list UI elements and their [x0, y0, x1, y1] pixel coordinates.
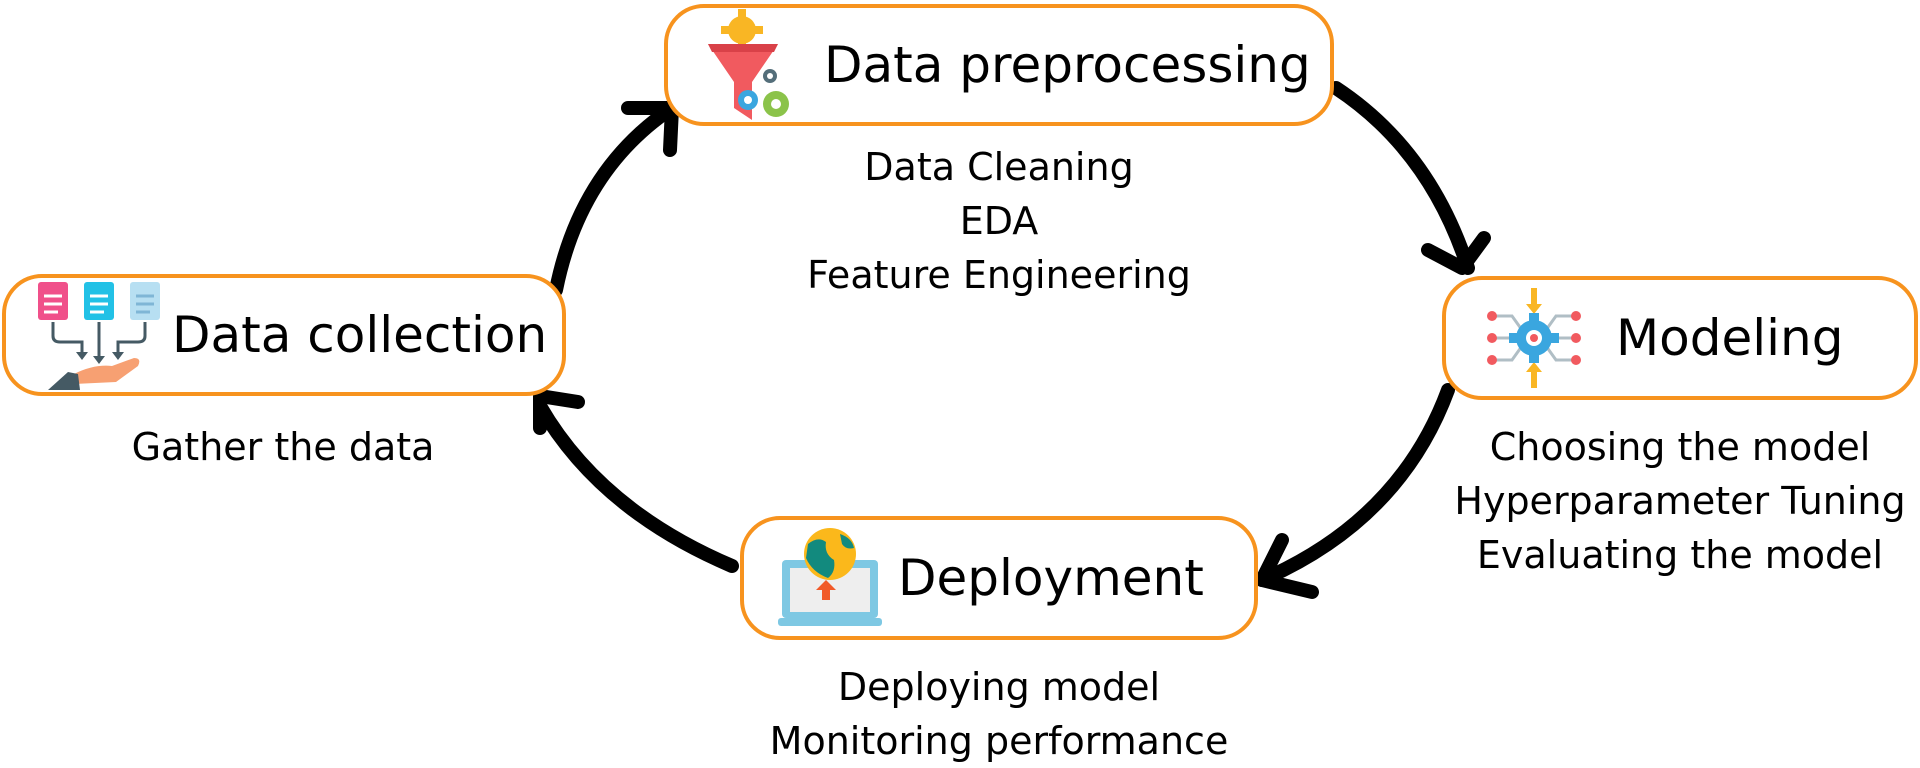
- step-label: Feature Engineering: [807, 253, 1191, 297]
- stage-deployment: Deployment: [740, 516, 1258, 640]
- stage-steps-deployment: Deploying model Monitoring performance: [740, 660, 1258, 768]
- stage-data-preprocessing: Data preprocessing: [664, 4, 1334, 126]
- arrow-deployment-to-collection: [533, 399, 739, 573]
- arrow-modeling-to-deployment: [1255, 383, 1455, 587]
- laptop-globe-upload-icon: [778, 528, 882, 626]
- step-label: Hyperparameter Tuning: [1454, 479, 1906, 523]
- stage-data-collection: Data collection: [2, 274, 566, 396]
- stage-steps-preprocessing: Data Cleaning EDA Feature Engineering: [759, 140, 1239, 302]
- arrowhead-preprocessing-to-modeling: [1421, 231, 1491, 275]
- step-label: Deploying model: [837, 665, 1161, 709]
- circuit-gear-icon: [1487, 288, 1581, 388]
- arrowhead-deployment-to-collection: [533, 389, 585, 435]
- stage-steps-collection: Gather the data: [0, 420, 566, 474]
- stage-modeling: Modeling: [1442, 276, 1918, 400]
- step-label: EDA: [959, 199, 1039, 243]
- step-label: Choosing the model: [1489, 425, 1871, 469]
- arrowhead-modeling-to-deployment: [1255, 533, 1319, 599]
- step-label: Monitoring performance: [769, 719, 1229, 763]
- arrow-collection-to-preprocessing: [549, 101, 679, 297]
- stage-steps-modeling: Choosing the model Hyperparameter Tuning…: [1430, 420, 1920, 582]
- stage-title: Data collection: [172, 306, 548, 364]
- step-label: Data Cleaning: [864, 145, 1134, 189]
- stage-title: Modeling: [1616, 309, 1844, 367]
- step-label: Evaluating the model: [1476, 533, 1884, 577]
- documents-to-hand-icon: [38, 282, 160, 390]
- arrow-preprocessing-to-modeling: [1329, 81, 1475, 275]
- step-label: Gather the data: [131, 425, 435, 469]
- funnel-gears-icon: [708, 9, 789, 120]
- stage-title: Data preprocessing: [824, 36, 1311, 94]
- stage-title: Deployment: [898, 549, 1204, 607]
